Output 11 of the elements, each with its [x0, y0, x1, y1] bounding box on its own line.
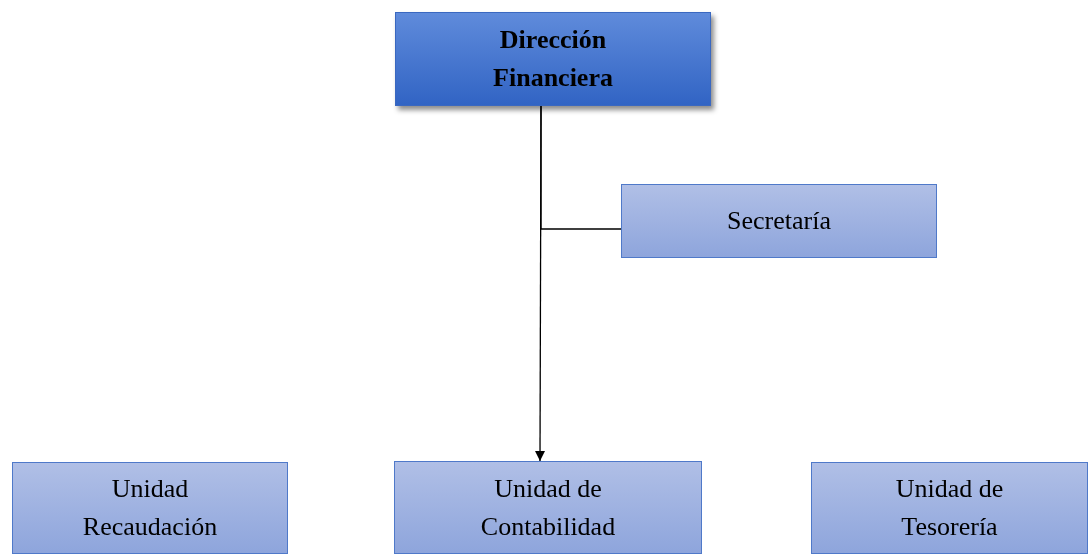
node-label: Secretaría [727, 205, 831, 238]
header-box [395, 12, 711, 106]
node-label: Dirección Financiera [492, 24, 614, 94]
unit-box [811, 462, 1088, 554]
unit-box [394, 461, 702, 554]
unit-box [621, 184, 937, 258]
node-label: Unidad de Tesorería [894, 473, 1005, 543]
unit-box [12, 462, 288, 554]
node-label: Unidad de Contabilidad [479, 472, 617, 543]
connector-line [540, 105, 622, 230]
node-label: Unidad Recaudación [81, 473, 219, 543]
